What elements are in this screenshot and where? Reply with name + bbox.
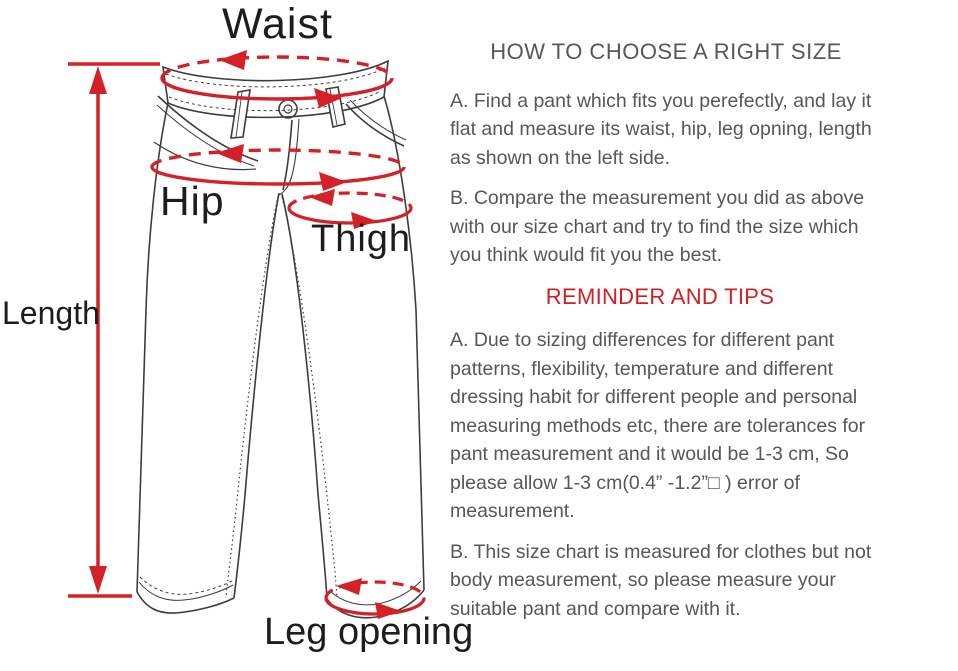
- thigh-arrow-right-icon: [351, 212, 377, 229]
- right-inseam: [281, 193, 328, 600]
- right-pocket: [345, 99, 407, 147]
- label-length: Length: [2, 295, 100, 331]
- reminder-paragraph-b: B. This size chart is measured for cloth…: [450, 540, 872, 620]
- instruction-paragraph-a: A. Find a pant which fits you perefectly…: [450, 89, 872, 169]
- leg-opening-arrow-right-icon: [375, 602, 401, 619]
- waist-measure: [160, 50, 394, 108]
- reminder-paragraph-a: A. Due to sizing differences for differe…: [450, 329, 866, 522]
- pants-measure-diagram: Waist Hip Thigh Length Leg opening: [0, 0, 474, 671]
- instructions-title: HOW TO CHOOSE A RIGHT SIZE: [490, 39, 842, 64]
- hip-arrow-right-icon: [319, 172, 347, 191]
- pants-line-art: [68, 50, 426, 619]
- waistband: [162, 59, 389, 119]
- length-arrow-down-icon: [89, 566, 107, 594]
- left-outer-seam: [136, 102, 169, 593]
- length-arrow-up-icon: [89, 66, 107, 94]
- hip-arrow-left-icon: [216, 144, 244, 163]
- leg-opening-measure: [324, 578, 426, 619]
- label-waist: Waist: [222, 0, 333, 48]
- thigh-arrow-left-icon: [309, 189, 335, 206]
- leg-opening-arrow-left-icon: [336, 578, 362, 595]
- reminder-title: REMINDER AND TIPS: [545, 283, 775, 309]
- thigh-measure: [287, 189, 413, 229]
- right-inseam-stitch: [281, 196, 338, 599]
- waist-arrow-left-icon: [219, 50, 247, 70]
- label-leg-opening: Leg opening: [264, 611, 474, 653]
- left-pocket: [153, 95, 259, 171]
- left-hem: [136, 576, 235, 614]
- left-inseam: [233, 192, 280, 599]
- length-measure: [68, 62, 160, 598]
- sizing-instructions: HOW TO CHOOSE A RIGHT SIZE A. Find a pan…: [450, 38, 955, 635]
- label-thigh: Thigh: [311, 218, 412, 260]
- waist-arrow-right-icon: [314, 88, 342, 108]
- instruction-paragraph-b: B. Compare the measurement you did as ab…: [450, 187, 865, 266]
- pants-outline: [136, 59, 425, 619]
- label-hip: Hip: [160, 178, 225, 224]
- left-inseam-stitch: [225, 195, 279, 599]
- measure-annotations: [68, 50, 426, 619]
- button: [278, 99, 298, 119]
- right-outer-seam: [383, 95, 425, 591]
- hip-measure: [150, 144, 406, 191]
